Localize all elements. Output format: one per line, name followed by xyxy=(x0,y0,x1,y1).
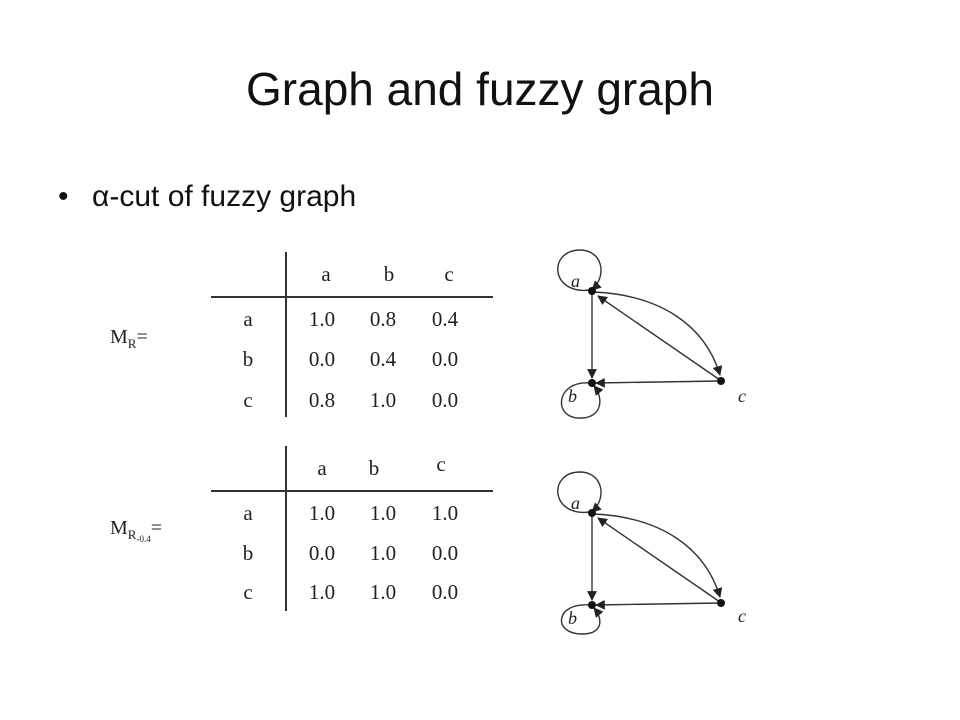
matrix-cell: 0.0 xyxy=(431,541,459,565)
matrix-cell: 1.0 xyxy=(369,541,397,565)
edge-self-loop-b xyxy=(560,604,604,635)
matrix-cell: 0.0 xyxy=(308,347,336,371)
row-header: a xyxy=(243,501,253,525)
edge-self-loop-a xyxy=(557,471,602,513)
row-header: c xyxy=(243,580,253,604)
node-label-a: a xyxy=(571,493,580,513)
matrix-cell: 1.0 xyxy=(308,580,336,604)
digraph-1: a b c xyxy=(557,249,746,419)
node-b xyxy=(588,601,596,609)
matrix-label-main: M xyxy=(110,326,128,348)
col-header: b xyxy=(383,262,395,286)
edge-self-loop-a xyxy=(557,249,602,291)
node-label-c: c xyxy=(738,386,746,406)
matrix-header-rule xyxy=(211,296,493,298)
matrix-label-suffix: = xyxy=(150,517,162,539)
matrix-cell: 0.4 xyxy=(431,307,459,331)
matrix-cell: 0.8 xyxy=(308,388,336,412)
edge-c-b xyxy=(595,599,721,610)
matrix-label-sub: R xyxy=(127,527,137,542)
matrix-cell: 0.0 xyxy=(431,580,459,604)
edge-c-a xyxy=(597,295,721,381)
matrix-label-1: MR= xyxy=(110,326,148,352)
matrix-label-suffix: = xyxy=(136,326,148,348)
bullet-dot: • xyxy=(58,180,69,213)
matrix-label-sub: R xyxy=(127,336,137,351)
node-a xyxy=(588,287,596,295)
edge-c-a xyxy=(597,517,721,603)
col-header: a xyxy=(321,262,331,286)
bullet-item: • α-cut of fuzzy graph xyxy=(58,180,356,214)
matrix-cell: 1.0 xyxy=(308,501,336,525)
col-header: c xyxy=(444,262,454,286)
node-label-b: b xyxy=(568,608,577,628)
matrix-cell: 1.0 xyxy=(369,388,397,412)
digraph-2: a b c xyxy=(557,471,746,635)
node-b xyxy=(588,379,596,387)
edge-a-c xyxy=(593,513,723,598)
row-header: b xyxy=(242,347,254,371)
col-header: a xyxy=(317,456,327,480)
node-label-b: b xyxy=(568,386,577,406)
matrix-label-2: MR-0.4= xyxy=(110,517,162,544)
node-c xyxy=(717,599,725,607)
edge-self-loop-b xyxy=(560,382,604,419)
matrix-cell: 1.0 xyxy=(308,307,336,331)
matrix-header-rule xyxy=(211,490,493,492)
matrix-cell: 1.0 xyxy=(431,501,459,525)
matrix-cell: 0.0 xyxy=(431,388,459,412)
matrix-cell: 0.4 xyxy=(369,347,397,371)
row-header: c xyxy=(243,388,253,412)
matrix-cell: 1.0 xyxy=(369,501,397,525)
col-header: c xyxy=(436,452,446,476)
membership-matrix-2: a b c a b c 1.0 1.0 1.0 0.0 1.0 0.0 1.0 … xyxy=(211,446,501,616)
col-header: b xyxy=(368,456,380,480)
matrix-cell: 1.0 xyxy=(369,580,397,604)
matrix-row-rule xyxy=(285,252,287,417)
matrix-row-rule xyxy=(285,446,287,611)
edge-a-c xyxy=(593,291,723,376)
node-label-c: c xyxy=(738,606,746,626)
slide-title: Graph and fuzzy graph xyxy=(246,63,714,115)
matrix-label-subsub: -0.4 xyxy=(136,534,151,544)
node-a xyxy=(588,509,596,517)
row-header: b xyxy=(242,541,254,565)
node-label-a: a xyxy=(571,271,580,291)
membership-matrix-1: a b c a b c 1.0 0.8 0.4 0.0 0.4 0.0 0.8 … xyxy=(211,252,501,422)
matrix-cell: 0.8 xyxy=(369,307,397,331)
bullet-text: α-cut of fuzzy graph xyxy=(92,180,357,213)
node-c xyxy=(717,377,725,385)
matrix-cell: 0.0 xyxy=(431,347,459,371)
edge-c-b xyxy=(595,377,721,388)
matrix-label-main: M xyxy=(110,517,128,539)
row-header: a xyxy=(243,307,253,331)
matrix-cell: 0.0 xyxy=(308,541,336,565)
